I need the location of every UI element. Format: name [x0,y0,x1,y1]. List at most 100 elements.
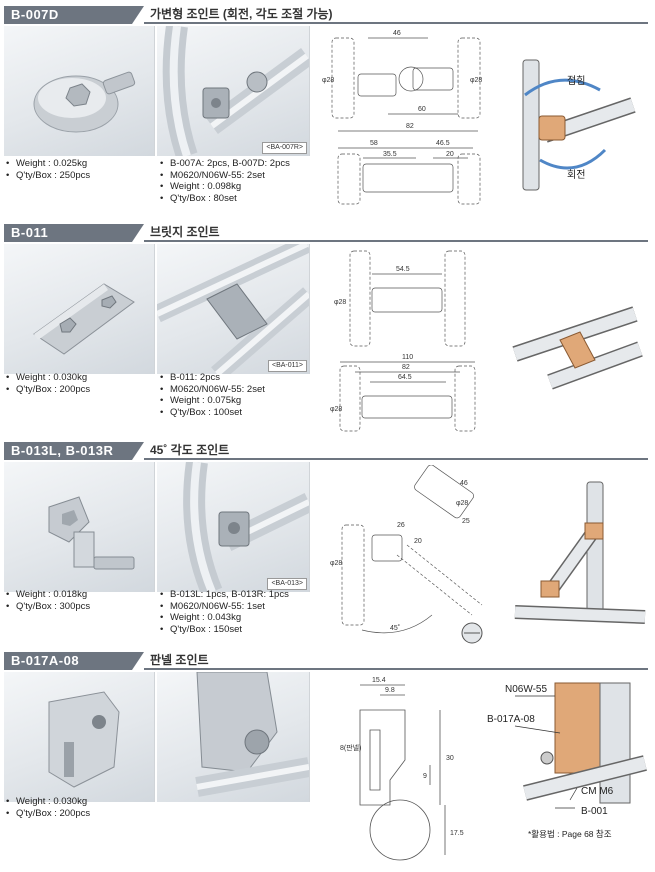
part-callout: B-017A-08 [487,714,535,725]
product-photo [4,672,155,802]
spec-line: •Q'ty/Box : 200pcs [6,807,91,819]
spec-line: •Weight : 0.043kg [160,612,242,623]
product-photo [4,462,155,592]
technical-drawing: 46 60 82 58 46.5 35.5 20 φ28 φ28 [322,30,482,205]
product-photo [4,244,155,374]
dim-label: 46.5 [436,140,450,147]
spec-left: •Weight : 0.025kg •Q'ty/Box : 250pcs [6,158,90,181]
pipe-callout: B-001 [581,806,608,817]
header-rule [144,668,648,670]
joint-photo-image [33,283,135,355]
section-header: B-013L, B-013R 45˚ 각도 조인트 [4,442,648,460]
spec-line: •Q'ty/Box : 150set [160,623,243,635]
assembly-illustration: N06W-55 B-017A-08 CM M6 B-001 [487,682,647,817]
assembly-illustration [514,481,646,624]
spec-line: •M0620/N06W-55: 2set [160,169,265,181]
spec-line: •Weight : 0.075kg [160,395,242,406]
spec-left: •Weight : 0.030kg •Q'ty/Box : 200pcs [6,796,90,819]
product-title: 가변형 조인트 (회전, 각도 조절 가능) [150,7,333,21]
dim-label: 9.8 [385,687,395,694]
end-cap-icon [461,622,483,644]
assembly-photo: <BA-007R> [157,26,310,156]
technical-drawing: 15.4 9.8 8(판넬) 30 9 17.5 [340,677,464,861]
dim-label: 54.5 [396,266,410,273]
spec-left: •Weight : 0.018kg •Q'ty/Box : 300pcs [6,589,90,612]
dim-label: 60 [418,106,426,113]
section-header: B-007D 가변형 조인트 (회전, 각도 조절 가능) [4,6,648,24]
spec-line: •Q'ty/Box : 80set [160,192,237,204]
spec-right: •B-007A: 2pcs, B-007D: 2pcs •M0620/N06W-… [160,158,290,204]
dim-label: φ28 [330,560,342,567]
dim-label: 30 [446,755,454,762]
fold-callout: 접힘 [567,75,585,87]
spec-left: •Weight : 0.030kg •Q'ty/Box : 200pcs [6,372,90,395]
dim-label: 46 [393,30,401,37]
section-header: B-011 브릿지 조인트 [4,224,648,242]
spec-right: •B-011: 2pcs •M0620/N06W-55: 2set •Weigh… [160,372,265,418]
dim-label: φ28 [322,77,334,84]
product-code: B-017A-08 [4,652,144,670]
nut-callout: N06W-55 [505,684,547,695]
assembly-photo-image [162,26,309,156]
header-rule [144,458,648,460]
dim-label: 64.5 [398,374,412,381]
spec-line: •Weight : 0.030kg [6,372,88,383]
assembly-photo: <BA-011> [157,244,310,374]
dim-label: 58 [370,140,378,147]
product-code: B-013L, B-013R [4,442,144,460]
spec-line: •Weight : 0.030kg [6,796,88,807]
dim-label: 17.5 [450,830,464,837]
highlight-part [584,522,604,540]
assembly-tag: <BA-007R> [262,142,307,154]
product-code: B-007D [4,6,144,24]
spec-line: •Q'ty/Box : 100set [160,406,243,418]
spec-line: •B-011: 2pcs [160,372,220,383]
product-photo [4,26,155,156]
product-title: 브릿지 조인트 [150,225,220,239]
dim-label: 45˚ [390,624,400,632]
dim-label: φ28 [330,406,342,413]
nut-icon [540,751,554,765]
product-code: B-011 [4,224,144,242]
bolt-callout: CM M6 [581,786,614,797]
dim-label: 20 [414,538,422,545]
assembly-illustration: 접힘 회전 [522,59,636,191]
dim-label: 82 [406,123,414,130]
dim-label: φ28 [456,500,468,507]
assembly-photo [157,672,310,802]
assembly-tag: <BA-011> [267,360,307,372]
spec-line: •Q'ty/Box : 300pcs [6,600,91,612]
dim-label: 8(판넬) [340,743,361,752]
dim-label: 46 [460,480,468,487]
dim-label: 9 [423,773,427,780]
header-rule [144,22,648,24]
dim-label: 26 [397,522,405,529]
spec-line: •M0620/N06W-55: 1set [160,600,265,612]
dim-label: φ28 [470,77,482,84]
highlight-part [559,331,596,369]
assembly-illustration [512,306,643,390]
spec-line: •Weight : 0.098kg [160,181,242,192]
highlight-part [540,580,560,598]
dim-label: 25 [462,518,470,525]
section-header: B-017A-08 판넬 조인트 [4,652,648,670]
fold-arrow-icon [524,78,601,97]
spec-line: •B-007A: 2pcs, B-007D: 2pcs [160,158,290,169]
dim-label: 15.4 [372,677,386,684]
assembly-photo-image [183,462,309,592]
section-b-011: B-011 브릿지 조인트 <BA-011> •Weight : 0.030kg… [0,220,655,435]
spec-line: •B-013L: 1pcs, B-013R: 1pcs [160,589,289,600]
dim-label: 20 [446,151,454,158]
joint-photo-image [48,496,135,570]
highlight-part [538,115,566,141]
dim-label: φ28 [334,299,346,306]
joint-photo-image [48,691,120,788]
assembly-photo-image [157,244,309,374]
technical-drawing: 46 26 25 20 45˚ φ28 φ28 [330,465,483,644]
header-rule [144,240,648,242]
technical-drawing: 54.5 110 82 64.5 φ28 φ28 [330,250,476,432]
spec-line: •Weight : 0.025kg [6,158,88,169]
rotate-callout: 회전 [567,169,585,181]
dim-label: 35.5 [383,151,397,158]
assembly-photo: <BA-013> [157,462,310,592]
